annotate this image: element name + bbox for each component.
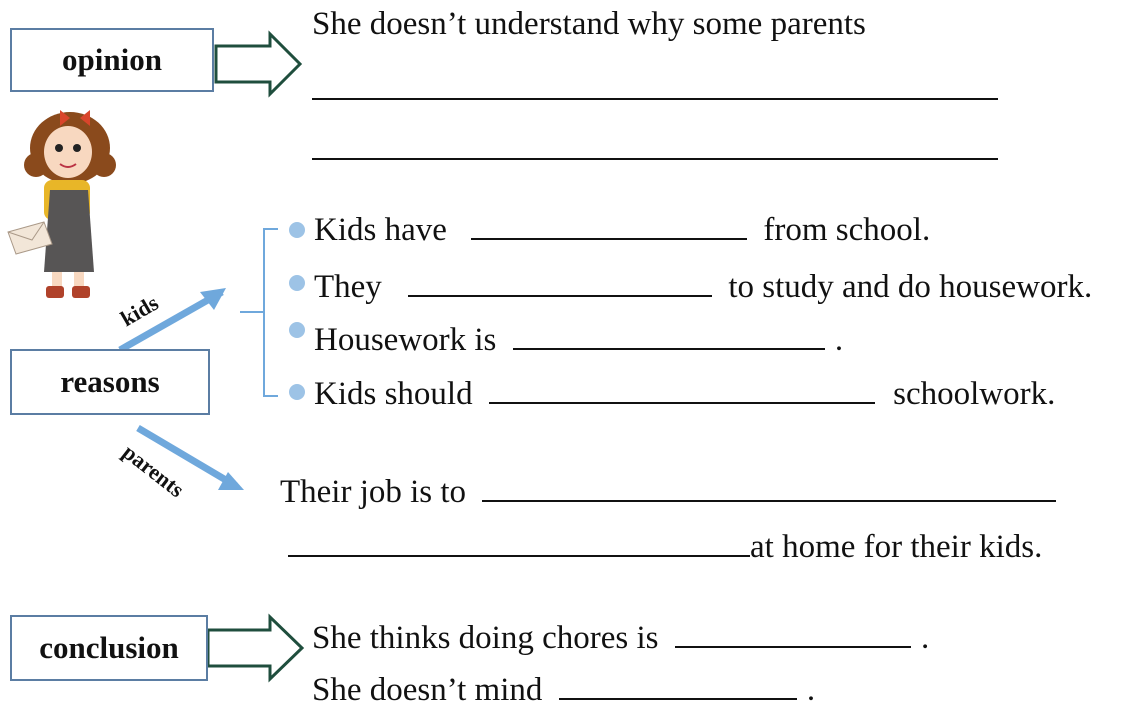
kids-reason-1-blank[interactable] (471, 208, 748, 240)
kids-reason-3: Housework is . (314, 318, 843, 357)
parents-reason-after: at home for their kids. (750, 529, 1043, 565)
opinion-blank-1[interactable] (312, 98, 998, 100)
opinion-label: opinion (62, 42, 162, 77)
kids-reason-3-before: Housework is (314, 322, 497, 358)
reasons-label: reasons (60, 364, 160, 399)
kids-reason-1-before: Kids have (314, 212, 447, 248)
conclusion-blank-1[interactable] (674, 616, 911, 648)
parents-reason-line-1: Their job is to (280, 470, 1057, 510)
conclusion-line-1-after: . (920, 620, 930, 656)
opinion-arrow-icon (214, 30, 303, 98)
kids-reason-1-after: from school. (763, 212, 931, 248)
conclusion-line-2-after: . (806, 672, 816, 708)
kids-reason-3-after: . (834, 322, 844, 358)
bullet-icon (289, 384, 305, 400)
parents-reason-before: Their job is to (280, 474, 467, 510)
conclusion-line-1-before: She thinks doing chores is (312, 620, 659, 656)
opinion-sentence: She doesn’t understand why some parents (312, 6, 866, 42)
opinion-blank-2[interactable] (312, 158, 998, 160)
bracket-icon (240, 228, 278, 397)
kids-reason-2-after: to study and do housework. (728, 269, 1093, 305)
kids-reason-4: Kids should schoolwork. (314, 372, 1055, 411)
kids-reason-1: Kids have from school. (314, 208, 930, 247)
kids-reason-3-blank[interactable] (512, 318, 825, 350)
parents-reason-blank-1[interactable] (482, 470, 1057, 502)
parents-reason-blank-2[interactable] (288, 525, 750, 557)
kids-reason-2: They to study and do housework. (314, 265, 1092, 304)
kids-reason-4-after: schoolwork. (893, 376, 1056, 412)
bullet-icon (289, 275, 305, 291)
conclusion-line-2-before: She doesn’t mind (312, 672, 543, 708)
opinion-box: opinion (10, 28, 214, 92)
conclusion-arrow-icon (206, 613, 305, 683)
conclusion-label: conclusion (39, 630, 179, 665)
kids-reason-4-before: Kids should (314, 376, 473, 412)
conclusion-blank-2[interactable] (558, 668, 797, 700)
conclusion-line-2: She doesn’t mind . (312, 668, 815, 707)
bullet-icon (289, 322, 305, 338)
kids-reason-4-blank[interactable] (488, 372, 875, 404)
kids-reason-2-blank[interactable] (408, 265, 713, 297)
parents-arrow-icon (136, 424, 238, 490)
girl-icon (7, 110, 116, 298)
bullet-icon (289, 222, 305, 238)
conclusion-box: conclusion (10, 615, 208, 681)
kids-arrow-icon (118, 288, 224, 354)
reasons-box: reasons (10, 349, 210, 415)
parents-reason-line-2: at home for their kids. (288, 525, 1042, 564)
kids-reason-2-before: They (314, 269, 382, 305)
conclusion-line-1: She thinks doing chores is . (312, 616, 929, 655)
